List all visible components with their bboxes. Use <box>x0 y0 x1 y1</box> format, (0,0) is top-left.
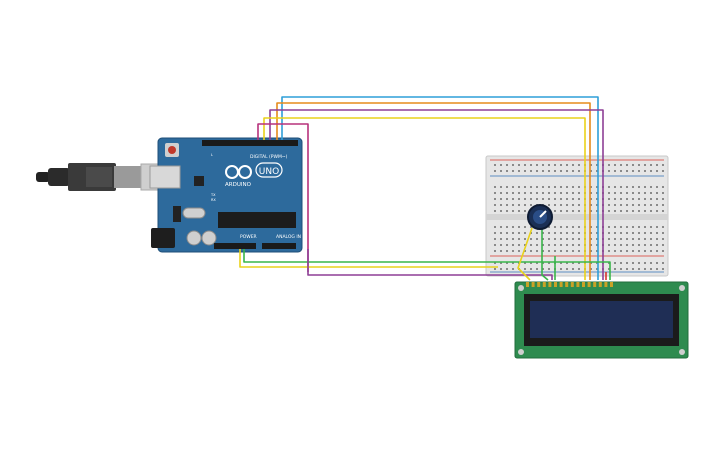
wire-yellow-pot <box>517 227 533 281</box>
capacitor <box>201 230 217 246</box>
digital-header[interactable] <box>202 140 298 146</box>
power-header[interactable] <box>214 243 256 249</box>
usb-jack <box>149 165 181 189</box>
wire-purple <box>269 109 604 280</box>
analog-header[interactable] <box>262 243 296 249</box>
wire-purple-bottom <box>307 249 553 280</box>
wire-orange <box>276 102 591 280</box>
power-jack <box>151 228 175 248</box>
wires <box>239 96 611 281</box>
wire-yellow-top <box>263 117 586 280</box>
breadboard[interactable] <box>485 155 669 277</box>
crystal-oscillator <box>182 207 206 219</box>
analog-header-label: ANALOG IN <box>276 234 301 240</box>
lcd-screen <box>530 301 673 338</box>
power-header-label: POWER <box>240 234 257 240</box>
led-l-label: L <box>211 153 213 157</box>
wire-green-rail <box>498 261 611 280</box>
digital-header-label: DIGITAL (PWM~) <box>250 154 288 160</box>
arduino-logo <box>225 165 252 179</box>
board-model-label: UNO <box>259 167 279 177</box>
led-tx-label: TX <box>210 193 216 197</box>
arduino-uno-board[interactable]: UNO ARDUINO DIGITAL (PWM~) POWER ANALOG … <box>149 137 303 253</box>
wire-magenta-top <box>257 123 309 272</box>
capacitor <box>186 230 202 246</box>
voltage-regulator <box>173 206 181 222</box>
wire-yellow-5v <box>239 249 498 268</box>
wire-green-pot <box>541 228 549 281</box>
wire-green-gnd <box>243 249 498 263</box>
lcd-pins <box>526 282 613 287</box>
led-rx-label: RX <box>211 198 216 202</box>
board-brand-label: ARDUINO <box>225 182 252 188</box>
potentiometer[interactable] <box>527 204 553 230</box>
atmega-chip <box>218 212 296 228</box>
lcd-16x2[interactable] <box>514 281 689 359</box>
usb-chip <box>194 176 204 186</box>
